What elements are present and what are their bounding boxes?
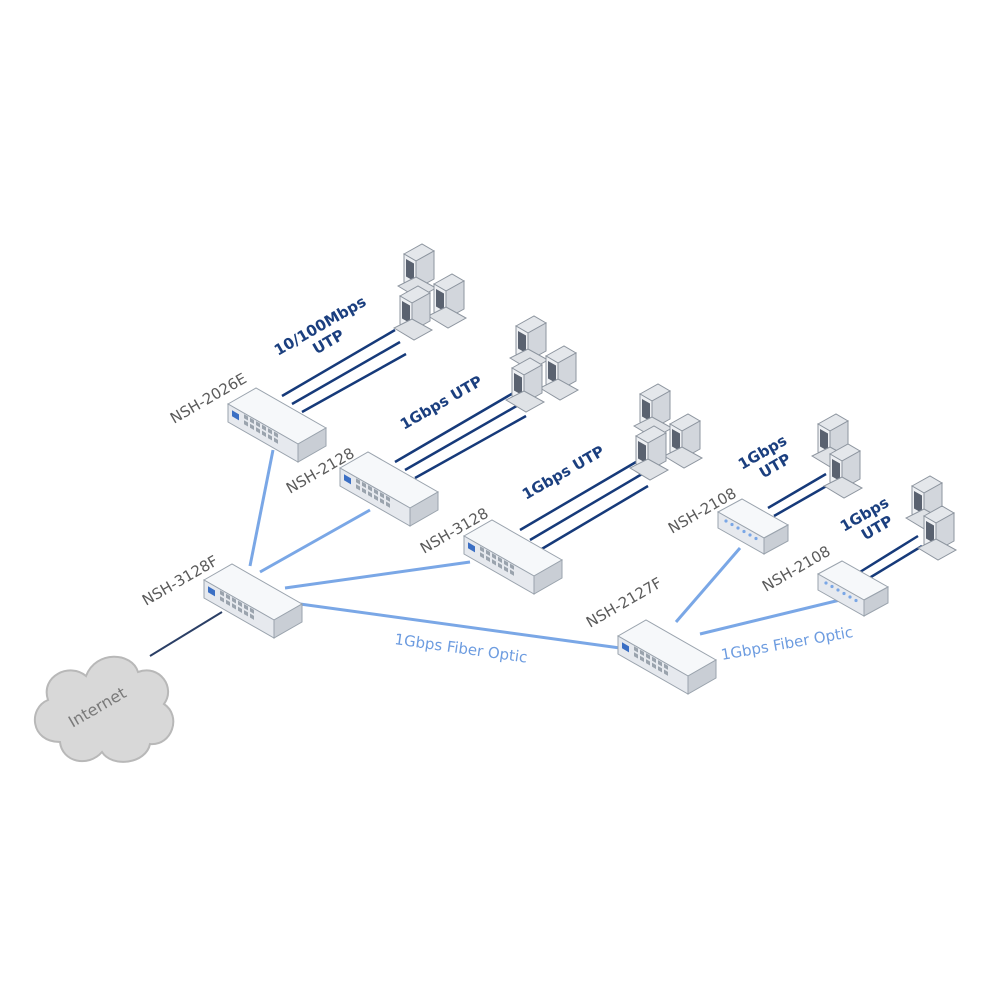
switch-nsh-2108b xyxy=(817,560,889,617)
utp-group-3128 xyxy=(519,460,649,552)
fiber-links xyxy=(248,449,841,650)
utp-group-2128 xyxy=(394,390,527,480)
fiber-link-core-2128 xyxy=(259,508,371,574)
link-label-fiber-2127f-2108b: 1Gbps Fiber Optic xyxy=(720,623,855,664)
utp-group-2108b xyxy=(859,534,923,582)
computer-icon xyxy=(394,244,466,340)
switch-nsh-2127f xyxy=(617,619,717,695)
link-label-1g-utp-3128: 1Gbps UTP xyxy=(519,442,607,503)
switch-nsh-2128 xyxy=(339,451,439,527)
link-label-fiber-core-2127f: 1Gbps Fiber Optic xyxy=(393,630,528,666)
fiber-link-core-3128 xyxy=(284,560,471,590)
internet-cloud: Internet xyxy=(33,655,175,763)
pc-cluster-2108b xyxy=(905,475,957,561)
pc-cluster-2026e xyxy=(394,244,466,340)
link-label-1g-utp-2108b: 1Gbps UTP xyxy=(837,493,896,544)
pc-cluster-3128 xyxy=(630,384,702,480)
fiber-link-2127f-2108a xyxy=(674,547,742,623)
switch-nsh-3128f xyxy=(203,563,303,639)
switch-icon xyxy=(227,387,327,463)
pc-cluster-2128 xyxy=(506,316,578,412)
internet-uplink xyxy=(149,611,223,657)
utp-links xyxy=(281,328,923,582)
utp-group-2026e xyxy=(281,328,407,414)
fiber-link-core-2026e xyxy=(248,449,275,567)
switch-icon xyxy=(617,619,717,695)
switch-nsh-2108a xyxy=(717,498,789,555)
link-label-1g-utp-2108a: 1Gbps UTP xyxy=(735,431,794,482)
link-label-1g-utp-2128: 1Gbps UTP xyxy=(397,372,485,433)
computer-icon xyxy=(506,316,578,412)
computer-icon xyxy=(630,384,702,480)
switch-icon xyxy=(339,451,439,527)
cloud-icon xyxy=(33,655,175,763)
switch-icon xyxy=(817,560,889,617)
fiber-link-core-2127f xyxy=(299,602,621,650)
utp-group-2108a xyxy=(767,472,831,518)
label-nsh-2127f: NSH-2127F xyxy=(583,574,665,632)
switch-icon xyxy=(717,498,789,555)
pc-cluster-2108a xyxy=(811,413,863,499)
switch-nsh-2026e xyxy=(227,387,327,463)
switch-icon xyxy=(203,563,303,639)
fiber-link-2127f-2108b xyxy=(699,598,841,636)
